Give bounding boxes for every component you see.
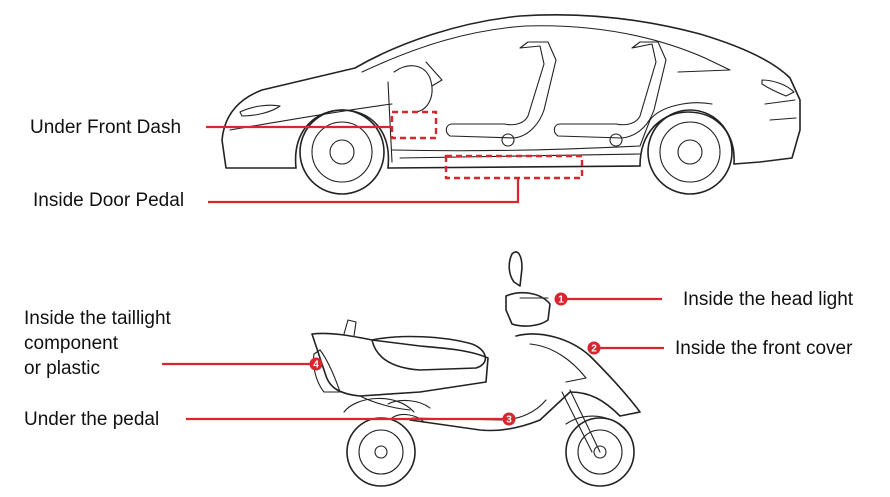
marker-2: 2 (587, 341, 601, 355)
marker-3: 3 (502, 412, 516, 426)
label-taillight-line-3: or plastic (24, 358, 101, 379)
svg-text:4: 4 (313, 360, 319, 371)
door-pedal-leader-line (208, 178, 520, 204)
under-dash-zone (390, 110, 438, 140)
door-pedal-zone (444, 154, 584, 180)
car-illustration (221, 14, 801, 195)
svg-text:1: 1 (558, 295, 564, 306)
marker-1: 1 (554, 292, 568, 306)
svg-text:3: 3 (506, 415, 512, 426)
label-inside-front-cover: Inside the front cover (675, 338, 853, 359)
label-taillight-line-2: component (24, 333, 119, 354)
marker-4: 4 (309, 357, 323, 371)
label-inside-head-light: Inside the head light (683, 289, 854, 310)
label-inside-door-pedal: Inside Door Pedal (33, 190, 185, 211)
label-under-the-pedal: Under the pedal (24, 409, 160, 430)
svg-text:2: 2 (591, 344, 597, 355)
label-under-front-dash: Under Front Dash (30, 117, 182, 138)
label-taillight-line-1: Inside the taillight (24, 308, 171, 329)
scooter-illustration (311, 251, 641, 487)
